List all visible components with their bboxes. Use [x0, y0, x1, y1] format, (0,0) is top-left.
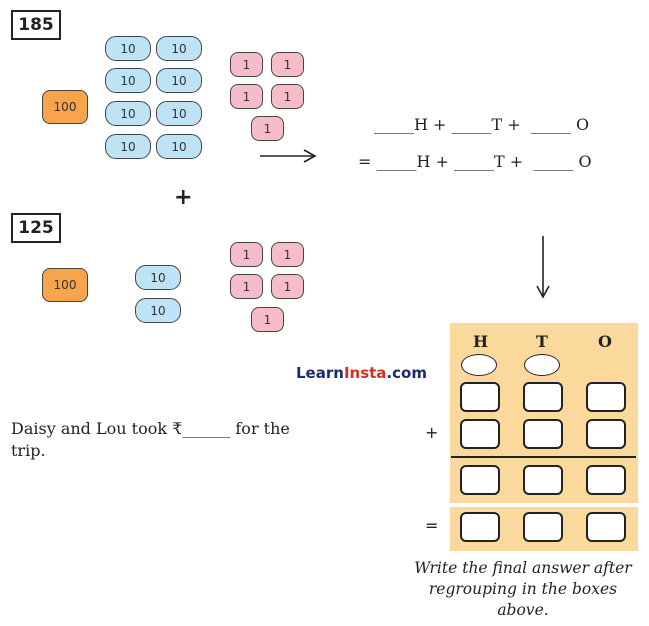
ten-block: 10 [156, 68, 202, 93]
instruction-caption: Write the final answer after regrouping … [398, 558, 648, 621]
right-arrow-icon [260, 149, 317, 163]
problem1-number-box: 185 [11, 10, 61, 40]
one-block: 1 [230, 274, 263, 299]
hto-equals-sign: = [425, 516, 439, 535]
final-ones-box[interactable] [586, 512, 626, 542]
one-block: 1 [271, 274, 304, 299]
hundred-block: 100 [42, 268, 88, 302]
final-tens-box[interactable] [523, 512, 563, 542]
ten-block: 10 [156, 36, 202, 61]
ten-block: 10 [105, 68, 151, 93]
panel-separator [450, 503, 638, 507]
carry-hundreds-oval[interactable] [461, 354, 497, 376]
equation-line-1: _____H + _____T + _____ O [374, 115, 590, 134]
sentence-line-2: trip. [11, 441, 46, 460]
addend2-ones-box[interactable] [586, 419, 626, 449]
carry-tens-oval[interactable] [524, 354, 560, 376]
ten-block: 10 [105, 101, 151, 126]
addend1-ones-box[interactable] [586, 382, 626, 412]
equation-line-2: = _____H + _____T + _____ O [358, 152, 592, 171]
ten-block: 10 [156, 101, 202, 126]
ten-block: 10 [105, 134, 151, 159]
brand-logo: LearnInsta.com [296, 364, 427, 382]
sum-divider-line [451, 456, 636, 458]
addend1-tens-box[interactable] [523, 382, 563, 412]
hto-plus-sign: + [425, 423, 439, 442]
caption-line-3: above. [497, 601, 549, 619]
one-block: 1 [271, 242, 304, 267]
plus-sign: + [174, 185, 193, 210]
one-block: 1 [271, 52, 304, 77]
addend2-tens-box[interactable] [523, 419, 563, 449]
sum-hundreds-box[interactable] [460, 465, 500, 495]
hto-header-t: T [536, 332, 548, 351]
sum-ones-box[interactable] [586, 465, 626, 495]
one-block: 1 [251, 307, 284, 332]
addend2-hundreds-box[interactable] [460, 419, 500, 449]
down-arrow-icon [536, 236, 550, 299]
one-block: 1 [271, 84, 304, 109]
one-block: 1 [230, 84, 263, 109]
sentence-line-1: Daisy and Lou took ₹______ for the [11, 419, 290, 438]
problem2-number-box: 125 [11, 213, 61, 243]
one-block: 1 [230, 52, 263, 77]
caption-line-2: regrouping in the boxes [428, 580, 618, 598]
caption-line-1: Write the final answer after [414, 559, 632, 577]
sum-tens-box[interactable] [523, 465, 563, 495]
hto-header-o: O [598, 332, 612, 351]
final-hundreds-box[interactable] [460, 512, 500, 542]
ten-block: 10 [135, 265, 181, 290]
hto-header-h: H [473, 332, 489, 351]
one-block: 1 [230, 242, 263, 267]
hundred-block: 100 [42, 90, 88, 124]
one-block: 1 [251, 116, 284, 141]
ten-block: 10 [135, 298, 181, 323]
ten-block: 10 [105, 36, 151, 61]
ten-block: 10 [156, 134, 202, 159]
addend1-hundreds-box[interactable] [460, 382, 500, 412]
